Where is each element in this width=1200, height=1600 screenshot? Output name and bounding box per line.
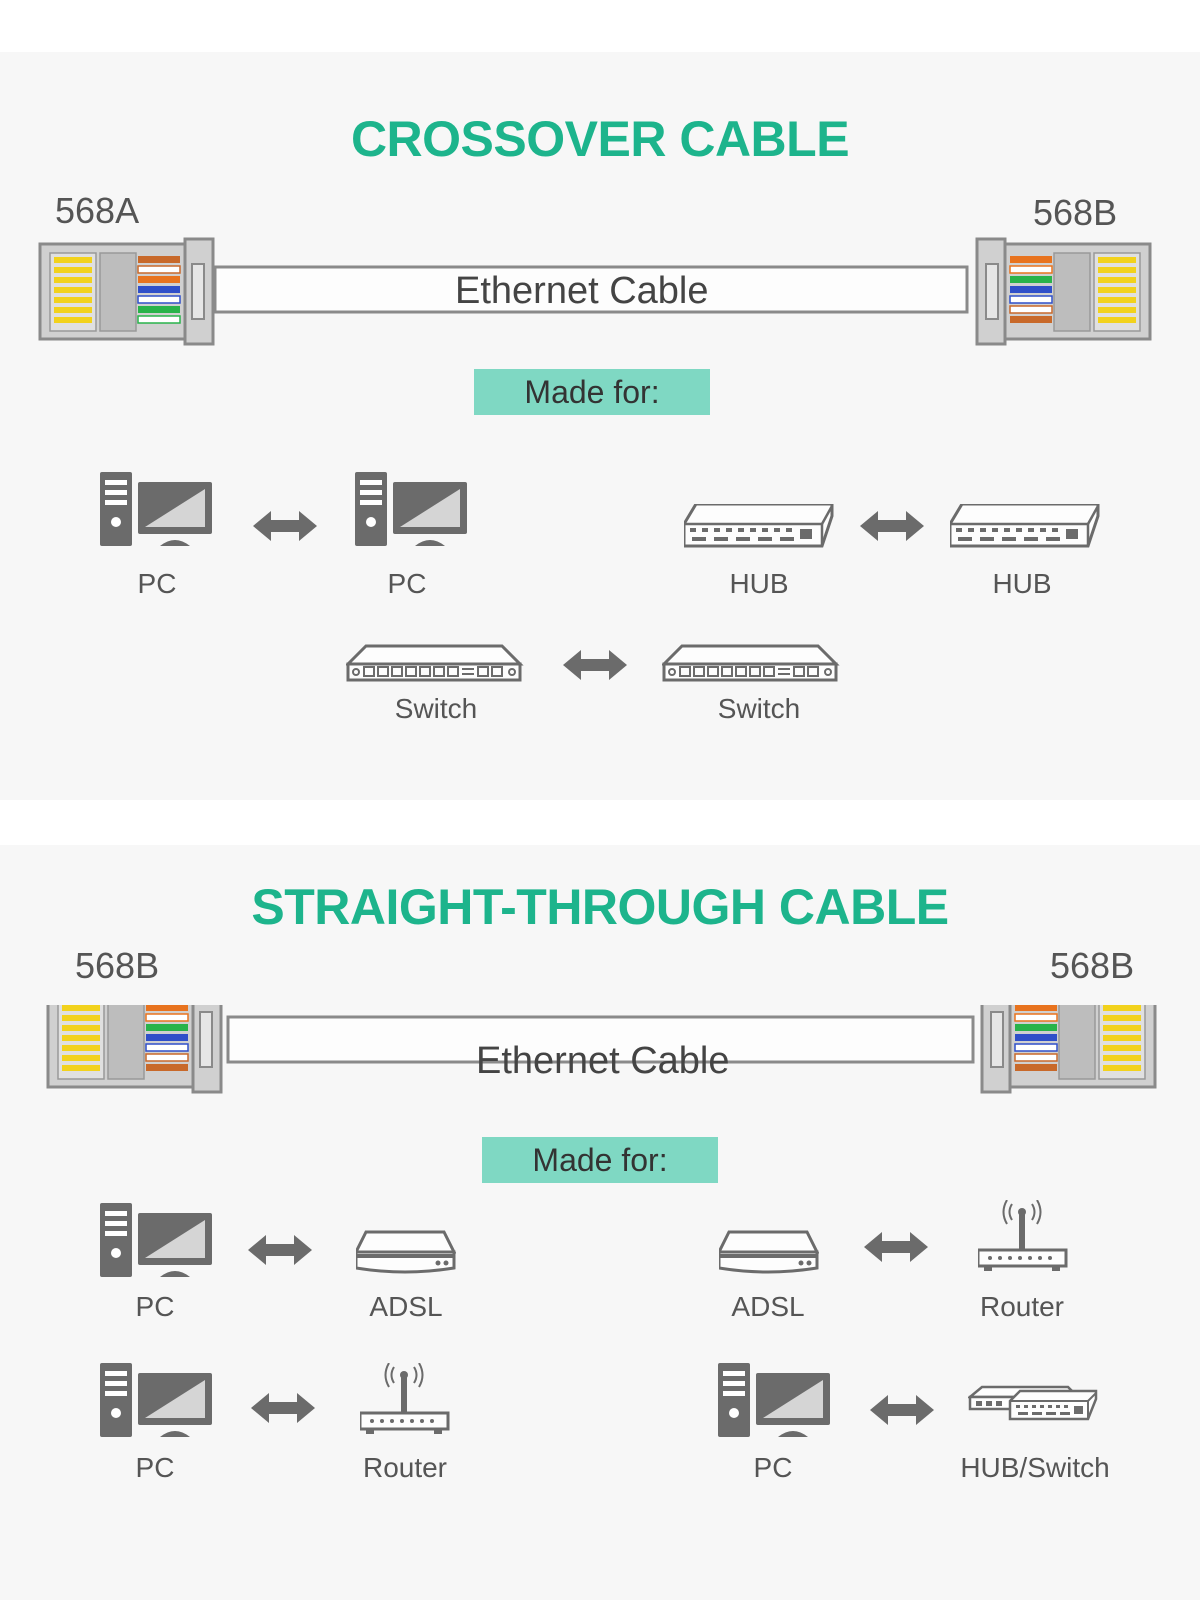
double-arrow-icon: [563, 650, 627, 680]
double-arrow-icon: [860, 511, 924, 541]
right-standard-label: 568B: [1050, 945, 1135, 986]
device-label: PC: [135, 1452, 175, 1483]
adsl-icon: [356, 1230, 456, 1274]
device-label: PC: [135, 1291, 175, 1322]
rj45-connector-left: [38, 237, 215, 346]
pc-icon: [355, 472, 467, 546]
left-standard-label: 568B: [75, 945, 160, 986]
hub-icon: [684, 504, 834, 548]
device-label: HUB/Switch: [960, 1452, 1110, 1483]
double-arrow-icon: [253, 511, 317, 541]
rj45-connector-right: [975, 237, 1152, 346]
hub-icon: [950, 504, 1100, 548]
straight-through-cable-diagram: [46, 1005, 1157, 1094]
double-arrow-icon: [864, 1232, 928, 1262]
rj45-connector-left: [46, 1005, 223, 1094]
double-arrow-icon: [251, 1393, 315, 1423]
device-label: PC: [753, 1452, 793, 1483]
crossover-panel: CROSSOVER CABLE 568A 568B Ethernet Cable…: [0, 52, 1200, 800]
double-arrow-icon: [870, 1395, 934, 1425]
crossover-title: CROSSOVER CABLE: [350, 111, 850, 167]
pc-icon: [100, 1363, 212, 1437]
device-label: ADSL: [731, 1291, 805, 1322]
pc-icon: [718, 1363, 830, 1437]
rj45-connector-right: [980, 1005, 1157, 1094]
device-label: PC: [137, 568, 177, 599]
left-standard-label: 568A: [55, 190, 140, 231]
straight-through-title: STRAIGHT-THROUGH CABLE: [251, 879, 949, 935]
switch-icon: [662, 644, 838, 682]
device-label: Switch: [394, 693, 478, 724]
straight-through-panel: STRAIGHT-THROUGH CABLE 568B 568B Etherne…: [0, 845, 1200, 1600]
device-label: PC: [387, 568, 427, 599]
made-for-badge: Made for:: [474, 369, 710, 415]
right-standard-label: 568B: [1033, 192, 1118, 233]
router-icon: [360, 1363, 450, 1435]
device-label: Switch: [717, 693, 801, 724]
hub-switch-icon: [968, 1385, 1098, 1421]
device-label: Router: [979, 1291, 1065, 1322]
cable-label: Ethernet Cable: [455, 270, 709, 312]
router-icon: [978, 1200, 1068, 1272]
device-label: HUB: [992, 568, 1052, 599]
cable-label: Ethernet Cable: [476, 1040, 730, 1082]
switch-icon: [346, 644, 522, 682]
double-arrow-icon: [248, 1235, 312, 1265]
crossover-cable-diagram: [38, 237, 1152, 346]
adsl-icon: [719, 1230, 819, 1274]
device-label: ADSL: [369, 1291, 443, 1322]
pc-icon: [100, 472, 212, 546]
device-label: HUB: [729, 568, 789, 599]
device-label: Router: [362, 1452, 448, 1483]
made-for-badge: Made for:: [482, 1137, 718, 1183]
pc-icon: [100, 1203, 212, 1277]
